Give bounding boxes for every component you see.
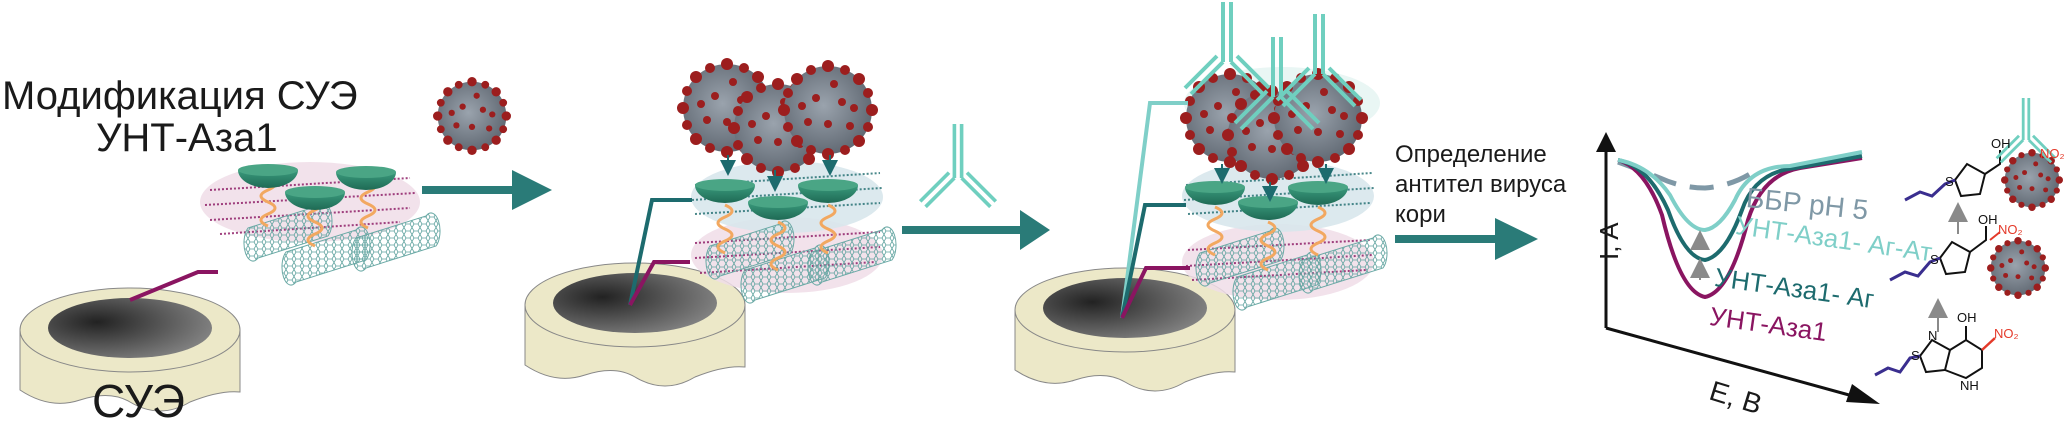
virus-antigen-icon [433,77,511,155]
process-arrow-1 [422,170,552,210]
x-axis-arrow-icon [1846,384,1880,404]
step3-antibody-bound-electrode [1014,0,1388,392]
atom-s: S [1911,348,1920,363]
y-axis-arrow-icon [1596,132,1616,152]
detection-label-line1: Определение [1395,141,1547,168]
atom-oh: OH [1991,136,2011,151]
step1-modified-electrode [19,162,441,412]
atom-no2: NO₂ [1998,222,2023,237]
lead-wire [129,270,218,302]
linker-chain [1889,256,1941,282]
no2-bond [1981,337,1996,351]
aza1-molecule-top [1953,150,2001,198]
lead-wire [628,260,690,306]
linker-chain [1874,354,1921,377]
electrode-label: СУЭ [92,375,185,425]
lead-wire [1120,203,1186,319]
x-axis [1605,326,1861,400]
step1-title-line2: УНТ-Аза1 [96,116,278,160]
atom-nh: NH [1960,378,1979,393]
no2-bond [1989,231,2001,241]
curve-cnt-aza1-ag-at [1617,150,1863,233]
step2-antigen-bound-electrode [524,58,897,387]
lead-wire [628,198,692,306]
lead-wire [1120,266,1190,319]
aza1-molecule-bottom [1918,326,1983,380]
atom-s: S [1930,252,1939,267]
detection-label-line2: антител вируса [1395,171,1567,198]
atom-n: N [1928,328,1938,343]
atom-oh: OH [1957,310,1977,325]
virus-antigen-icon [778,60,878,160]
voltammogram-graph [1596,132,1880,404]
process-arrow-2 [902,210,1050,250]
aza1-molecule-middle [1938,226,1987,276]
atom-no2: NO₂ [2040,146,2065,161]
atom-no2: NO₂ [1994,326,2019,341]
curve-cnt-aza1 [1617,156,1863,300]
lead-wire [1120,101,1188,319]
antibody-icon [918,122,998,209]
virus-antigen-icon [1987,237,2049,299]
linker-chain [1904,178,1956,202]
step1-title-line1: Модификация СУЭ [2,74,358,118]
process-arrow-3 [1395,218,1538,260]
y-axis-label: I, A [1594,222,1624,260]
chemistry-scheme [1874,96,2063,380]
atom-s: S [1945,174,1954,189]
atom-oh: OH [1978,212,1998,227]
detection-label-line3: кори [1395,201,1446,228]
